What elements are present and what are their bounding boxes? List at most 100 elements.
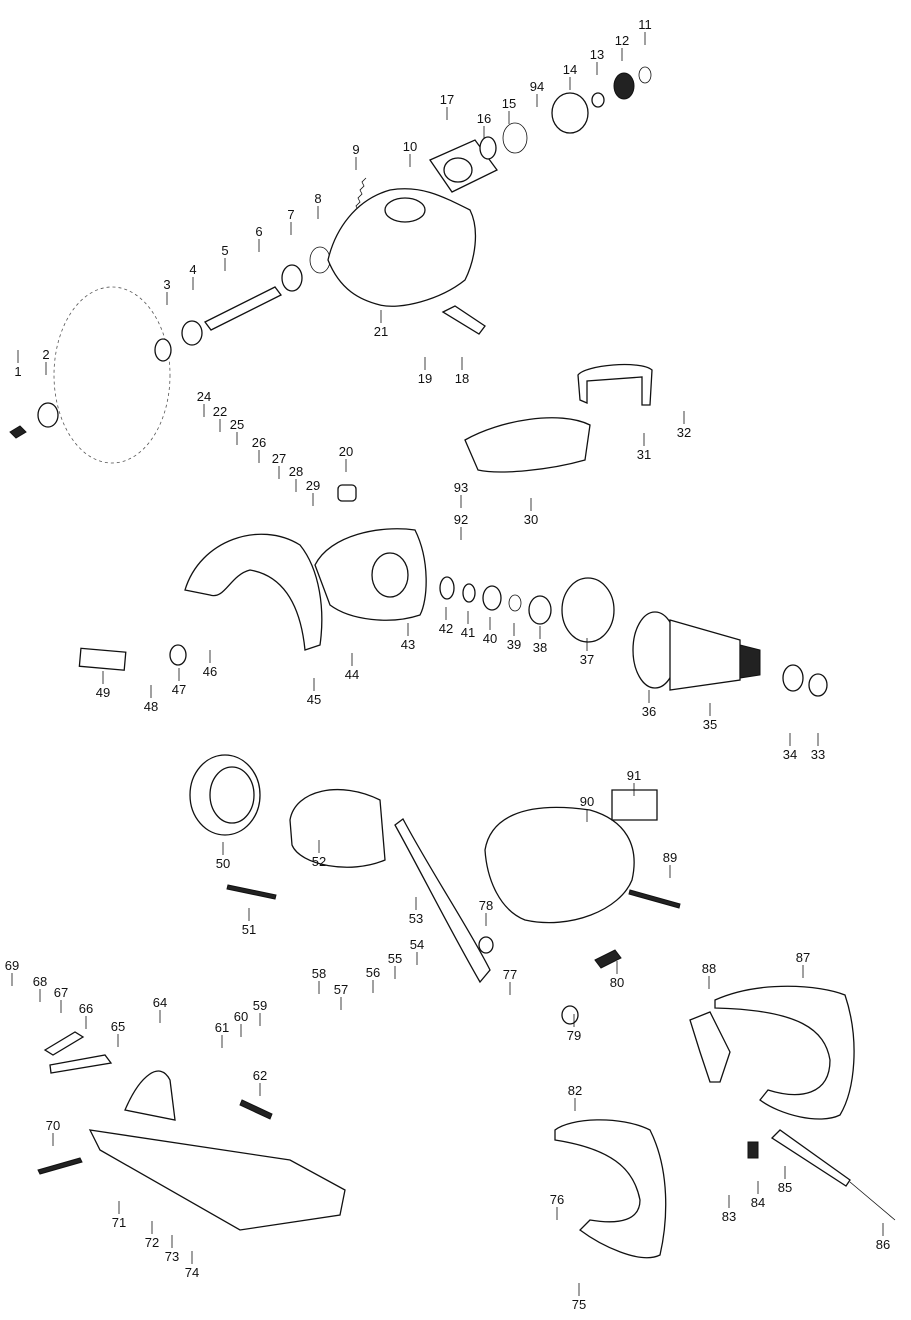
part-label-2: 2	[42, 347, 49, 362]
part-label-14: 14	[563, 62, 577, 77]
part-label-91: 91	[627, 768, 641, 783]
bearing	[613, 72, 635, 100]
part-label-87: 87	[796, 950, 810, 965]
blade-guard	[184, 533, 323, 651]
part-label-33: 33	[811, 747, 825, 762]
part-label-25: 25	[230, 417, 244, 432]
bearing	[482, 585, 502, 611]
part-label-84: 84	[751, 1195, 765, 1210]
part-label-4: 4	[189, 262, 196, 277]
part-label-19: 19	[418, 371, 432, 386]
part-label-22: 22	[213, 404, 227, 419]
part-label-44: 44	[345, 667, 359, 682]
motor-housing-bracket	[314, 528, 427, 621]
bolt	[239, 1099, 273, 1120]
part-label-61: 61	[215, 1020, 229, 1035]
part-label-48: 48	[144, 699, 158, 714]
part-label-80: 80	[610, 975, 624, 990]
front-handle	[554, 1119, 667, 1259]
part-label-11: 11	[638, 17, 652, 32]
part-label-72: 72	[145, 1235, 159, 1250]
part-label-88: 88	[702, 961, 716, 976]
part-label-85: 85	[778, 1180, 792, 1195]
strap	[394, 818, 491, 984]
part-label-62: 62	[253, 1068, 267, 1083]
o-ring	[502, 122, 528, 154]
part-label-74: 74	[185, 1265, 199, 1280]
part-label-40: 40	[483, 631, 497, 646]
washer	[591, 92, 605, 108]
bearing-box-bore	[443, 157, 473, 183]
part-label-93: 93	[454, 480, 468, 495]
label	[611, 789, 658, 821]
part-label-82: 82	[568, 1083, 582, 1098]
part-label-65: 65	[111, 1019, 125, 1034]
part-label-94: 94	[530, 79, 544, 94]
commutator	[739, 644, 761, 679]
base	[88, 1129, 346, 1231]
part-label-46: 46	[203, 664, 217, 679]
part-label-10: 10	[403, 139, 417, 154]
bearing	[528, 595, 552, 625]
base-bracket	[124, 1070, 176, 1121]
part-label-27: 27	[272, 451, 286, 466]
part-label-39: 39	[507, 637, 521, 652]
part-label-71: 71	[112, 1215, 126, 1230]
flange	[154, 338, 172, 362]
part-label-1: 1	[14, 364, 21, 379]
label-plate	[78, 647, 127, 671]
part-label-49: 49	[96, 685, 110, 700]
lever-plate	[43, 1031, 85, 1056]
part-label-54: 54	[410, 937, 424, 952]
part-label-3: 3	[163, 277, 170, 292]
part-label-16: 16	[477, 111, 491, 126]
cord	[849, 1181, 896, 1221]
part-label-12: 12	[615, 33, 629, 48]
part-label-75: 75	[572, 1297, 586, 1312]
part-label-20: 20	[339, 444, 353, 459]
part-label-50: 50	[216, 856, 230, 871]
part-label-47: 47	[172, 682, 186, 697]
part-label-86: 86	[876, 1237, 890, 1252]
housing-bore	[384, 197, 426, 223]
leader-lines	[11, 32, 884, 1296]
part-label-79: 79	[567, 1028, 581, 1043]
knob	[337, 484, 357, 502]
part-label-68: 68	[33, 974, 47, 989]
cap	[561, 1005, 579, 1025]
part-label-8: 8	[314, 191, 321, 206]
part-label-15: 15	[502, 96, 516, 111]
part-label-69: 69	[5, 958, 19, 973]
saw-blade	[53, 286, 171, 464]
part-label-83: 83	[722, 1209, 736, 1224]
part-label-92: 92	[454, 512, 468, 527]
part-label-32: 32	[677, 425, 691, 440]
part-label-9: 9	[352, 142, 359, 157]
part-label-31: 31	[637, 447, 651, 462]
armature	[669, 619, 741, 691]
lever	[441, 305, 486, 335]
ring	[309, 246, 331, 274]
bearing	[479, 136, 497, 160]
part-label-43: 43	[401, 637, 415, 652]
bearing	[281, 264, 303, 292]
part-label-34: 34	[783, 747, 797, 762]
cover	[464, 417, 591, 473]
part-label-58: 58	[312, 966, 326, 981]
part-label-66: 66	[79, 1001, 93, 1016]
part-label-35: 35	[703, 717, 717, 732]
part-label-42: 42	[439, 621, 453, 636]
lever	[49, 1054, 113, 1074]
part-label-64: 64	[153, 995, 167, 1010]
part-label-76: 76	[550, 1192, 564, 1207]
bolt	[37, 1157, 83, 1175]
part-label-13: 13	[590, 47, 604, 62]
flange	[181, 320, 203, 346]
part-label-24: 24	[197, 389, 211, 404]
part-label-21: 21	[374, 324, 388, 339]
part-label-90: 90	[580, 794, 594, 809]
part-label-38: 38	[533, 640, 547, 655]
bearing	[808, 673, 828, 697]
